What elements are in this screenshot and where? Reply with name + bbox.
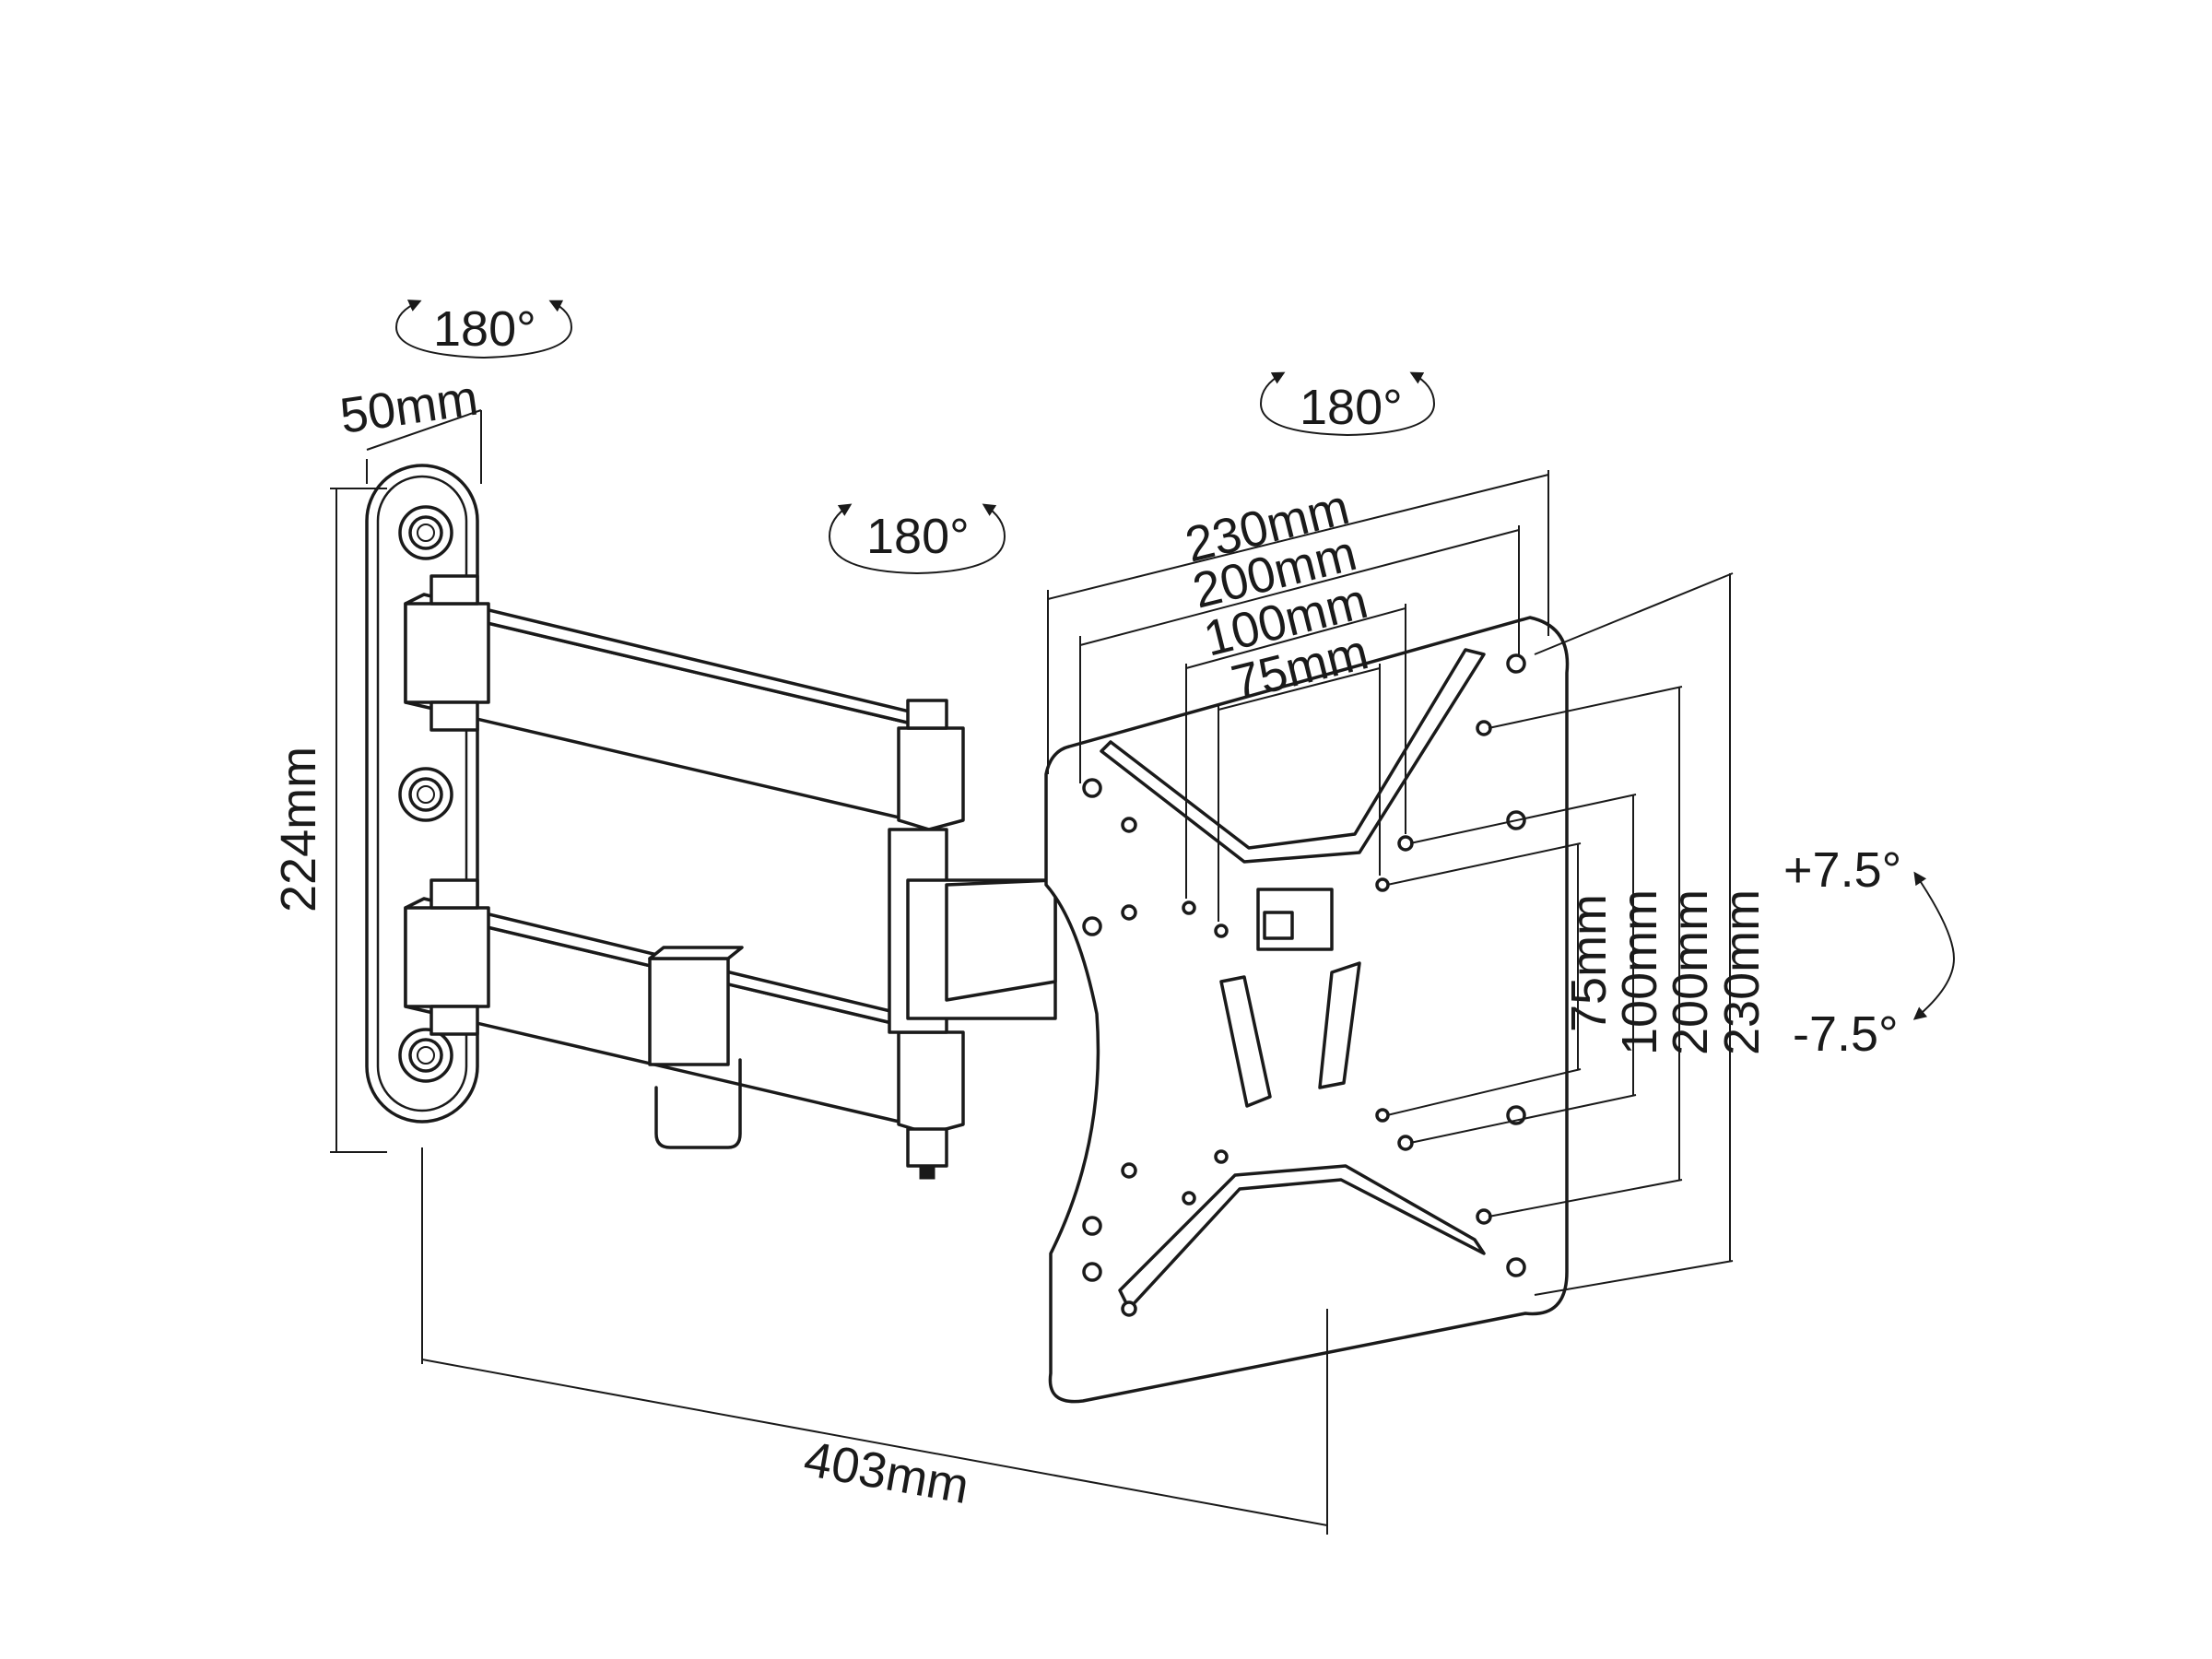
vesa-v-75-label: 75mm [1561, 894, 1617, 1032]
cable-clip [648, 946, 744, 1149]
tilt-down-label: -7.5° [1793, 1006, 1899, 1062]
wall-plate-middle-screw [398, 767, 453, 822]
tilt-arrow [1912, 871, 1956, 1020]
vesa-head-plate [1044, 616, 1570, 1404]
wall-plate-bottom-screw [398, 1028, 453, 1083]
plate-width-label: 50mm [336, 371, 481, 444]
plate-height-dimension [330, 488, 387, 1153]
wall-rotation-label: 180° [433, 301, 536, 357]
vesa-horizontal-dimensions [1047, 470, 1549, 922]
wall-plate-top-screw [398, 505, 453, 560]
wall-rotation-arrow [394, 300, 573, 359]
upper-arm [404, 574, 965, 831]
vesa-vertical-dimensions [1386, 572, 1734, 1296]
vesa-v-100-label: 100mm [1612, 889, 1667, 1055]
vesa-v-200-label: 200mm [1663, 889, 1718, 1055]
pivot-column [888, 828, 1057, 1034]
extension-label: 403mm [800, 1431, 973, 1514]
plate-width-dimension [366, 409, 482, 484]
tilt-up-label: +7.5° [1783, 842, 1901, 898]
head-rotation-arrow [1259, 371, 1436, 437]
vesa-v-230-label: 230mm [1714, 889, 1770, 1055]
head-rotation-label: 180° [1300, 380, 1403, 435]
plate-height-label: 224mm [271, 747, 326, 912]
arm-rotation-label: 180° [866, 509, 970, 564]
extension-dimension [421, 1147, 1328, 1535]
vesa-mounting-holes [1082, 653, 1526, 1317]
arm-rotation-arrow [828, 503, 1006, 575]
